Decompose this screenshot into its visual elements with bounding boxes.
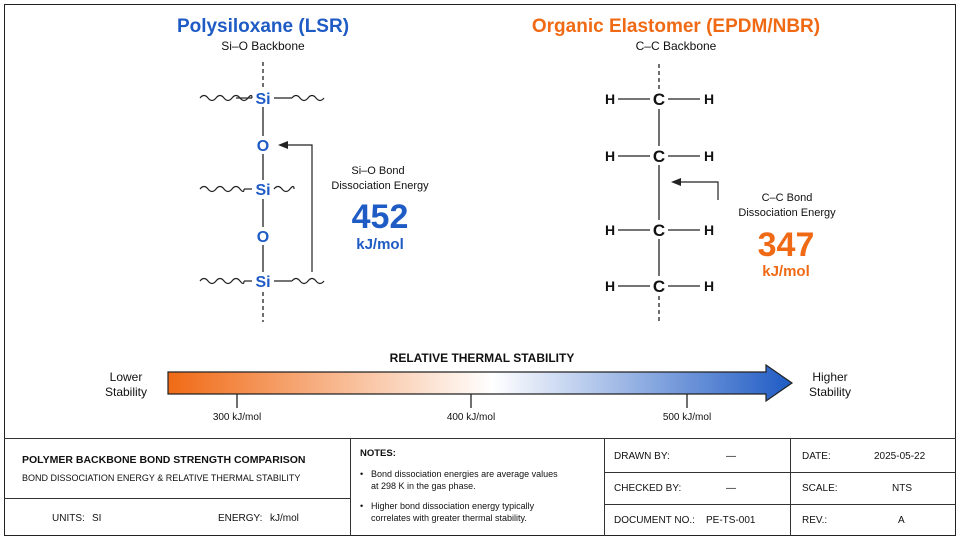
c-c-energy-unit: kJ/mol <box>762 263 810 280</box>
c-c-leader-line <box>680 181 719 200</box>
polysiloxane-subtitle: Si–O Backbone <box>221 39 305 53</box>
si-o-energy-unit: kJ/mol <box>356 236 404 253</box>
scale-value: NTS <box>892 483 912 494</box>
divider <box>4 498 350 499</box>
si-o-leader-line <box>286 144 313 272</box>
atom-h: H <box>704 222 714 238</box>
higher-stability-label-1: Higher <box>812 370 847 384</box>
atom-si: Si <box>255 182 270 199</box>
tick-label: 400 kJ/mol <box>447 412 495 423</box>
title-block: POLYMER BACKBONE BOND STRENGTH COMPARISO… <box>4 438 956 536</box>
note-2-line-1: Higher bond dissociation energy typicall… <box>371 501 535 511</box>
atom-si: Si <box>255 274 270 291</box>
organic-elastomer-panel: Organic Elastomer (EPDM/NBR) C–C Backbon… <box>532 16 836 324</box>
side-group-wave <box>199 185 245 193</box>
polysiloxane-title: Polysiloxane (LSR) <box>177 16 349 37</box>
tick-label: 500 kJ/mol <box>663 412 711 423</box>
date-value: 2025-05-22 <box>874 451 926 462</box>
energy-value: kJ/mol <box>270 513 299 524</box>
note-bullet: • <box>360 469 364 479</box>
divider <box>790 438 791 536</box>
divider <box>604 472 956 473</box>
atom-c: C <box>653 147 665 166</box>
scale-title: RELATIVE THERMAL STABILITY <box>390 351 575 365</box>
checked-by-value: — <box>726 483 736 494</box>
atom-h: H <box>704 278 714 294</box>
atom-o: O <box>257 138 269 155</box>
polysiloxane-panel: Polysiloxane (LSR) Si–O Backbone Si O Si… <box>177 16 429 322</box>
units-value: SI <box>92 513 102 524</box>
scale-label: SCALE: <box>802 483 838 494</box>
title-block-top-border <box>4 438 956 439</box>
c-c-annotation-line2: Dissociation Energy <box>738 207 836 219</box>
side-group-wave <box>273 185 295 193</box>
organic-title: Organic Elastomer (EPDM/NBR) <box>532 16 820 37</box>
atom-c: C <box>653 277 665 296</box>
si-o-annotation-line2: Dissociation Energy <box>331 180 429 192</box>
atom-h: H <box>704 91 714 107</box>
tick-label: 300 kJ/mol <box>213 412 261 423</box>
si-o-annotation-line1: Si–O Bond <box>351 165 404 177</box>
side-group-wave <box>291 277 325 285</box>
bond-diagram: Polysiloxane (LSR) Si–O Backbone Si O Si… <box>105 16 851 423</box>
lower-stability-label-2: Stability <box>105 385 147 399</box>
revision-label: REV.: <box>802 515 828 526</box>
atom-h: H <box>704 148 714 164</box>
energy-label: ENERGY: <box>218 513 263 524</box>
organic-subtitle: C–C Backbone <box>636 39 717 53</box>
note-2-line-2: correlates with greater thermal stabilit… <box>371 513 527 523</box>
atom-h: H <box>605 91 615 107</box>
stability-gradient-arrow <box>167 363 794 403</box>
atom-c: C <box>653 90 665 109</box>
side-group-wave <box>199 94 253 102</box>
atom-o: O <box>257 229 269 246</box>
note-1-line-2: at 298 K in the gas phase. <box>371 481 476 491</box>
notes-heading: NOTES: <box>360 448 396 459</box>
divider <box>604 504 956 505</box>
leader-arrowhead <box>278 141 288 149</box>
divider <box>604 438 605 536</box>
drawing-frame <box>4 4 956 536</box>
checked-by-label: CHECKED BY: <box>614 483 682 494</box>
thermal-stability-scale: RELATIVE THERMAL STABILITY Lower Stabili… <box>105 351 851 423</box>
revision-value: A <box>898 515 905 526</box>
atom-c: C <box>653 221 665 240</box>
drawing-sub-title: BOND DISSOCIATION ENERGY & RELATIVE THER… <box>22 473 301 483</box>
atom-h: H <box>605 148 615 164</box>
note-1-line-1: Bond dissociation energies are average v… <box>371 469 558 479</box>
side-group-wave <box>291 94 325 102</box>
drawing-main-title: POLYMER BACKBONE BOND STRENGTH COMPARISO… <box>22 454 306 466</box>
date-label: DATE: <box>802 451 831 462</box>
document-number-value: PE-TS-001 <box>706 515 756 526</box>
higher-stability-label-2: Stability <box>809 385 851 399</box>
note-bullet: • <box>360 501 364 511</box>
units-label: UNITS: <box>52 513 85 524</box>
drawn-by-value: — <box>726 451 736 462</box>
si-o-energy-value: 452 <box>352 198 409 236</box>
divider <box>350 438 351 536</box>
lower-stability-label-1: Lower <box>110 370 143 384</box>
drawn-by-label: DRAWN BY: <box>614 451 670 462</box>
document-number-label: DOCUMENT NO.: <box>614 515 695 526</box>
c-c-energy-value: 347 <box>758 226 815 264</box>
leader-arrowhead <box>671 178 681 186</box>
side-group-wave <box>199 277 245 285</box>
atom-si: Si <box>255 91 270 108</box>
c-c-annotation-line1: C–C Bond <box>762 192 813 204</box>
atom-h: H <box>605 278 615 294</box>
atom-h: H <box>605 222 615 238</box>
